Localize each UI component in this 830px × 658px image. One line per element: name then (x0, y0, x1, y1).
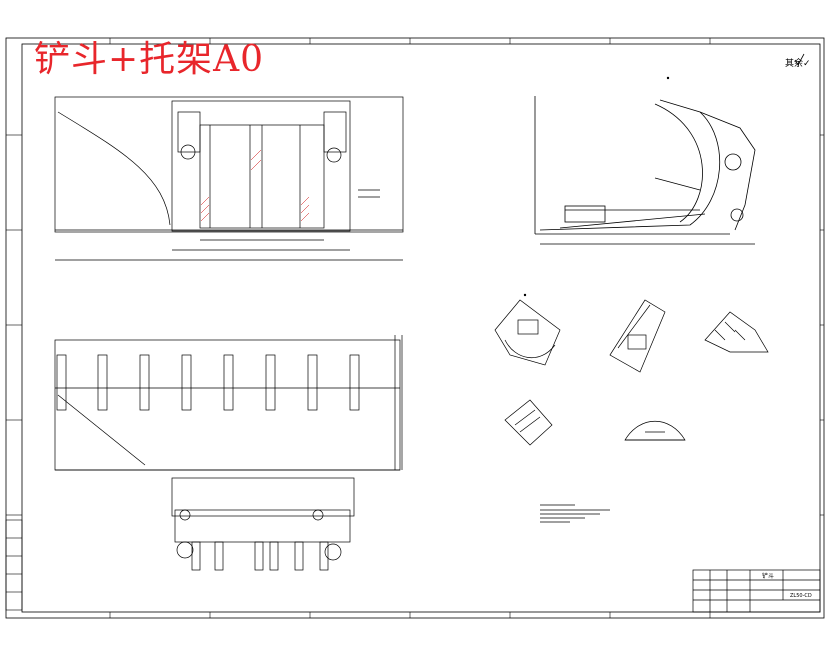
detail-view-3 (704, 311, 769, 353)
roughness-symbol-icon (794, 53, 805, 66)
detail-view-1 (494, 299, 561, 366)
title-block-part-name: 铲斗 (762, 572, 774, 580)
detail-view-4 (504, 399, 553, 446)
zone-ticks (6, 38, 824, 618)
detail-view-5 (624, 420, 686, 441)
technical-notes (540, 504, 610, 523)
front-view (54, 96, 404, 261)
overlay-title: 铲斗+托架A0 (34, 39, 265, 80)
section-marker-icon (523, 76, 670, 297)
inner-border (21, 43, 821, 613)
title-block-drawing-no: ZL50-CD (790, 593, 812, 599)
top-view (54, 335, 403, 571)
left-stamp-boxes (5, 519, 23, 611)
detail-view-2 (609, 299, 666, 373)
teeth (56, 354, 360, 411)
roughness-note: 其余✓ (785, 59, 811, 69)
outer-border (5, 37, 825, 619)
front-view-hatching (200, 149, 310, 222)
title-block (692, 569, 821, 613)
side-view (534, 96, 756, 245)
